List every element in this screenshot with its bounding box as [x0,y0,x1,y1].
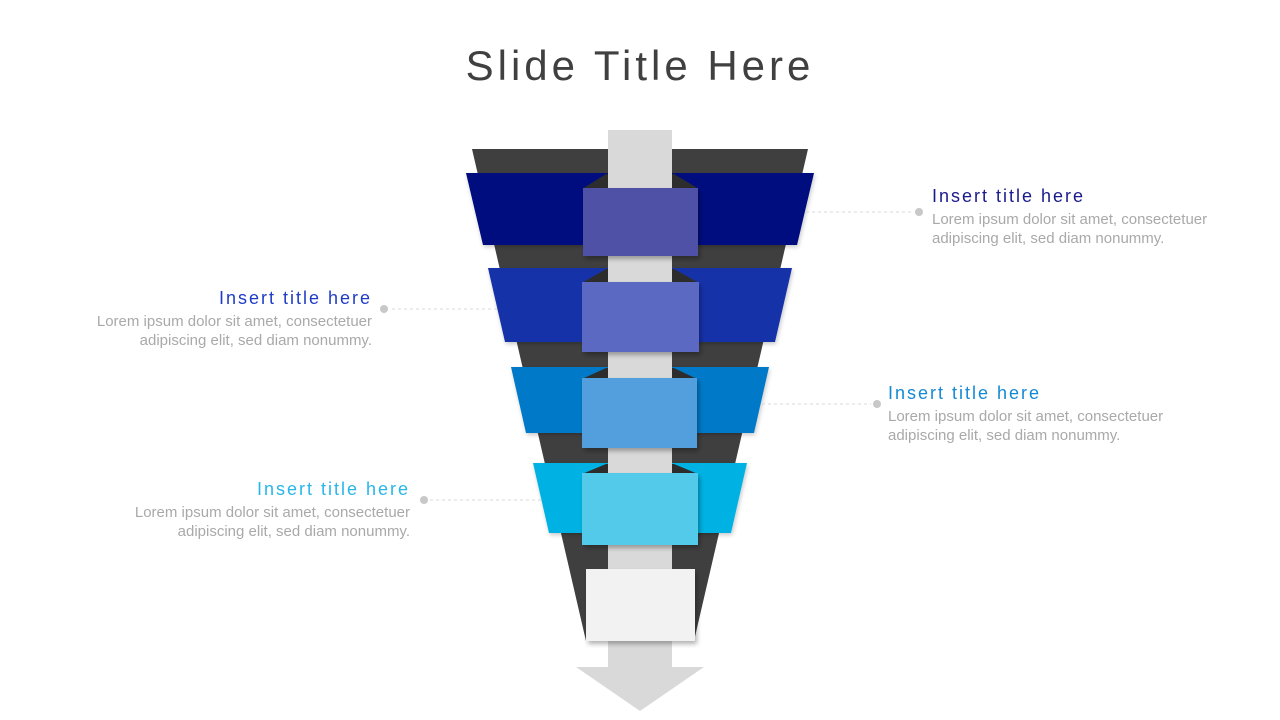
callout-3-title: Insert title here [888,383,1042,403]
funnel-stage-box-3 [582,378,697,448]
callout-4: Insert title here Lorem ipsum dolor sit … [100,479,410,541]
funnel-stage-box-1 [583,188,698,256]
leader-dot-4 [420,496,428,504]
callout-3-body: Lorem ipsum dolor sit amet, consectetuer… [888,408,1164,444]
funnel-stage-box-2 [582,282,699,352]
callout-2: Insert title here Lorem ipsum dolor sit … [62,288,372,350]
down-arrow-head-icon [576,667,704,711]
callout-1-body: Lorem ipsum dolor sit amet, consectetuer… [932,211,1208,247]
leader-dot-2 [380,305,388,313]
funnel-stage-box-4 [582,473,698,545]
slide-title: Slide Title Here [465,42,815,89]
callout-2-body: Lorem ipsum dolor sit amet, consectetuer… [96,313,372,349]
callout-1-title: Insert title here [932,186,1086,206]
callout-4-title: Insert title here [256,479,410,499]
callout-4-body: Lorem ipsum dolor sit amet, consectetuer… [134,504,410,540]
callout-1: Insert title here Lorem ipsum dolor sit … [932,186,1242,248]
callout-3: Insert title here Lorem ipsum dolor sit … [888,383,1198,445]
funnel-final-box [586,569,695,641]
leader-dot-1 [915,208,923,216]
leader-dot-3 [873,400,881,408]
callout-2-title: Insert title here [218,288,372,308]
